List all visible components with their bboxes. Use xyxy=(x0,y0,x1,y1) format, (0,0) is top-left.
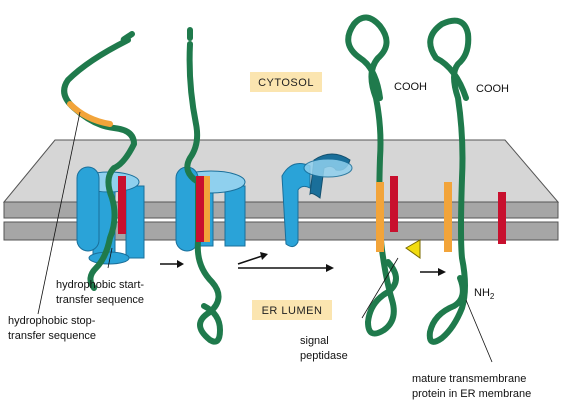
process-arrows xyxy=(160,252,446,276)
er-lumen-tag: ER LUMEN xyxy=(252,300,332,320)
signal-peptidase-label: signal peptidase xyxy=(300,335,348,362)
cooh-label-1: COOH xyxy=(394,81,427,93)
chain-stage-1 xyxy=(61,31,137,291)
signal-peptidase-icon xyxy=(405,239,421,259)
translocator-3-open xyxy=(281,153,353,248)
chain-stage-3 xyxy=(345,14,421,337)
chain-stage-2 xyxy=(184,27,223,345)
mature-protein-label: mature transmembrane protein in ER membr… xyxy=(412,373,531,400)
leader-lines xyxy=(37,111,493,363)
start-transfer-label: hydrophobic start- transfer sequence xyxy=(56,279,147,306)
cooh-label-2: COOH xyxy=(476,83,509,95)
chain-stage-4 xyxy=(426,17,506,345)
nh2-label: NH2 xyxy=(474,287,495,301)
svg-text:ER LUMEN: ER LUMEN xyxy=(262,305,323,317)
stop-transfer-label: hydrophobic stop- transfer sequence xyxy=(8,315,99,342)
translocator-2 xyxy=(175,166,246,252)
cytosol-tag: CYTOSOL xyxy=(250,72,322,92)
svg-text:CYTOSOL: CYTOSOL xyxy=(258,77,314,89)
